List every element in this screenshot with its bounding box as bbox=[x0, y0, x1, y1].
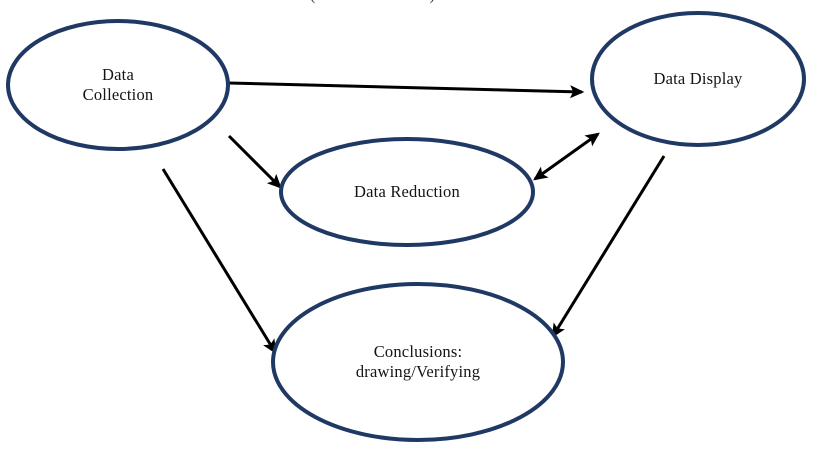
edge-reduction-to-display bbox=[533, 132, 600, 181]
node-conclusions[interactable] bbox=[271, 282, 565, 442]
edge-collection-to-conclusions bbox=[161, 168, 277, 354]
node-data-display[interactable] bbox=[590, 11, 806, 147]
nodes-layer bbox=[6, 11, 806, 442]
edge-collection-to-display bbox=[227, 81, 585, 99]
diagram-title-fragment: (Interactive Model) bbox=[310, 0, 435, 5]
edge-collection-to-reduction bbox=[227, 134, 282, 189]
node-data-collection[interactable] bbox=[6, 19, 230, 151]
edge-display-to-conclusions bbox=[551, 155, 666, 338]
node-data-reduction[interactable] bbox=[279, 137, 535, 247]
edges-layer bbox=[161, 81, 666, 354]
